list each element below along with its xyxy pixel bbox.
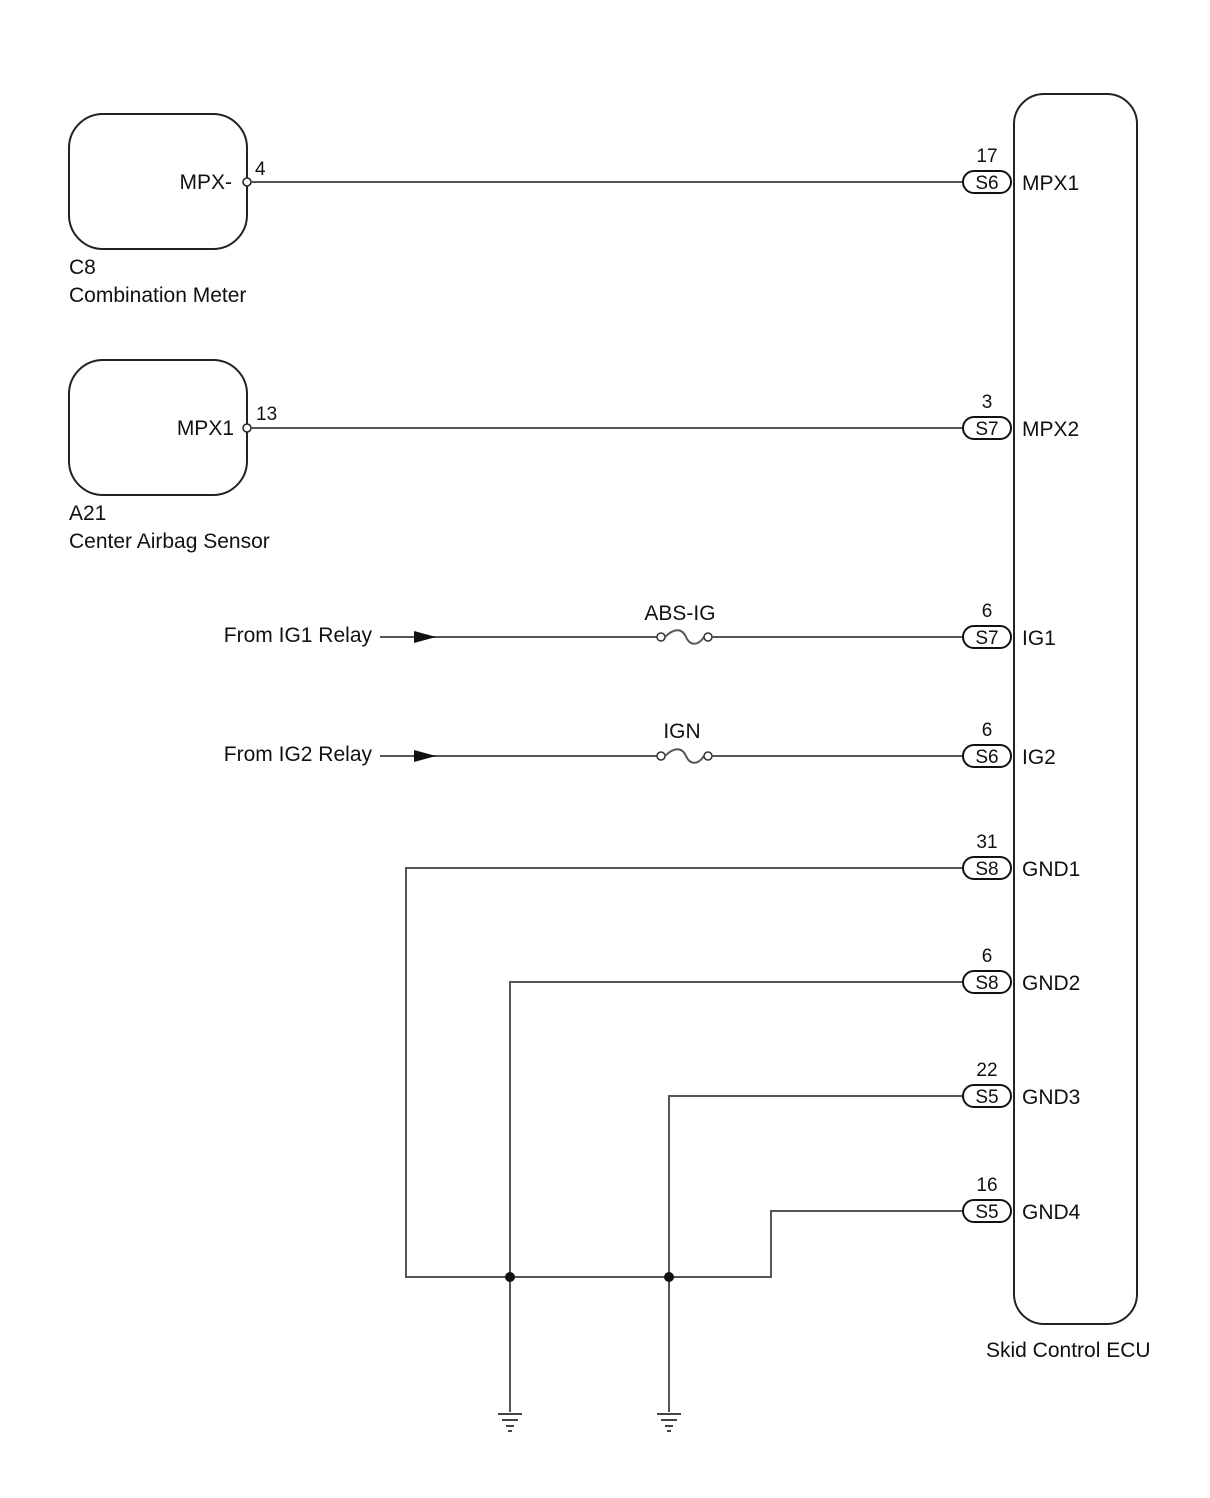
connector-badge — [962, 170, 1012, 194]
pin-number: 6 — [982, 946, 993, 967]
connector-code: S8 — [975, 859, 998, 880]
skid-control-ecu: Skid Control ECU — [986, 93, 1151, 1362]
pin-number: 22 — [976, 1060, 997, 1081]
terminal-label: GND4 — [1022, 1201, 1081, 1224]
terminal-label: GND2 — [1022, 972, 1080, 995]
connector-badge — [962, 625, 1012, 649]
ig2-circuit: From IG2 Relay IGN — [224, 720, 963, 766]
arrow-right-icon — [414, 631, 436, 643]
pin-number: 16 — [976, 1175, 997, 1196]
terminal-label: GND3 — [1022, 1086, 1080, 1109]
combination-meter-name: Combination Meter — [69, 284, 246, 307]
connector-code: S6 — [975, 747, 998, 768]
center-airbag-sensor-code: A21 — [69, 502, 106, 525]
terminal-label: IG2 — [1022, 746, 1056, 769]
ground-symbol-icon — [498, 1413, 522, 1432]
connector-code: S7 — [975, 419, 998, 440]
wire-gnd2 — [509, 981, 963, 1412]
connector-code: S5 — [975, 1202, 998, 1223]
combination-meter-code: C8 — [69, 256, 96, 279]
ground-symbol-icon — [657, 1413, 681, 1432]
ig1-fuse-label: ABS-IG — [644, 602, 715, 625]
center-airbag-sensor: MPX1 13 A21 Center Airbag Sensor — [68, 359, 277, 553]
pin-number: 3 — [982, 392, 993, 413]
ecu-terminals: S617MPX1S73MPX2S76IG1S66IG2S831GND1S86GN… — [962, 146, 1081, 1224]
ground-network — [405, 867, 963, 1432]
combination-meter-pin: 4 — [255, 159, 266, 180]
center-airbag-sensor-terminal-label: MPX1 — [177, 417, 234, 440]
terminal-label: MPX2 — [1022, 418, 1079, 441]
terminal-label: MPX1 — [1022, 172, 1079, 195]
combination-meter-terminal-dot — [242, 177, 252, 187]
splice-point — [505, 1272, 515, 1282]
connector-code: S6 — [975, 173, 998, 194]
connector-badge — [962, 1199, 1012, 1223]
center-airbag-sensor-name: Center Airbag Sensor — [69, 530, 270, 553]
connector-code: S8 — [975, 973, 998, 994]
terminal-label: IG1 — [1022, 627, 1056, 650]
connector-badge — [962, 416, 1012, 440]
terminal-label: GND1 — [1022, 858, 1080, 881]
pin-number: 31 — [976, 832, 997, 853]
center-airbag-sensor-terminal-dot — [242, 423, 252, 433]
connector-badge — [962, 856, 1012, 880]
pin-number: 17 — [976, 146, 997, 167]
pin-number: 6 — [982, 720, 993, 741]
connector-badge — [962, 744, 1012, 768]
ecu-name: Skid Control ECU — [986, 1339, 1151, 1362]
fuse-icon — [664, 629, 705, 645]
ig1-circuit: From IG1 Relay ABS-IG — [224, 602, 963, 647]
center-airbag-sensor-pin: 13 — [256, 404, 277, 425]
fuse-terminal-left — [656, 632, 666, 642]
splice-point — [664, 1272, 674, 1282]
ecu-box — [1013, 93, 1138, 1325]
combination-meter: MPX- 4 C8 Combination Meter — [68, 113, 266, 307]
arrow-right-icon — [414, 750, 436, 762]
fuse-terminal-right — [703, 751, 713, 761]
pin-number: 6 — [982, 601, 993, 622]
connector-badge — [962, 970, 1012, 994]
combination-meter-terminal-label: MPX- — [180, 171, 233, 194]
ig1-source-label: From IG1 Relay — [224, 624, 373, 647]
fuse-terminal-left — [656, 751, 666, 761]
connector-badge — [962, 1084, 1012, 1108]
wire-gnd3 — [668, 1095, 963, 1412]
fuse-icon — [664, 748, 705, 764]
connector-code: S5 — [975, 1087, 998, 1108]
ig2-source-label: From IG2 Relay — [224, 743, 373, 766]
wire-gnd1-gnd4 — [405, 867, 963, 1278]
ig2-fuse-label: IGN — [663, 720, 700, 743]
connector-code: S7 — [975, 628, 998, 649]
fuse-terminal-right — [703, 632, 713, 642]
